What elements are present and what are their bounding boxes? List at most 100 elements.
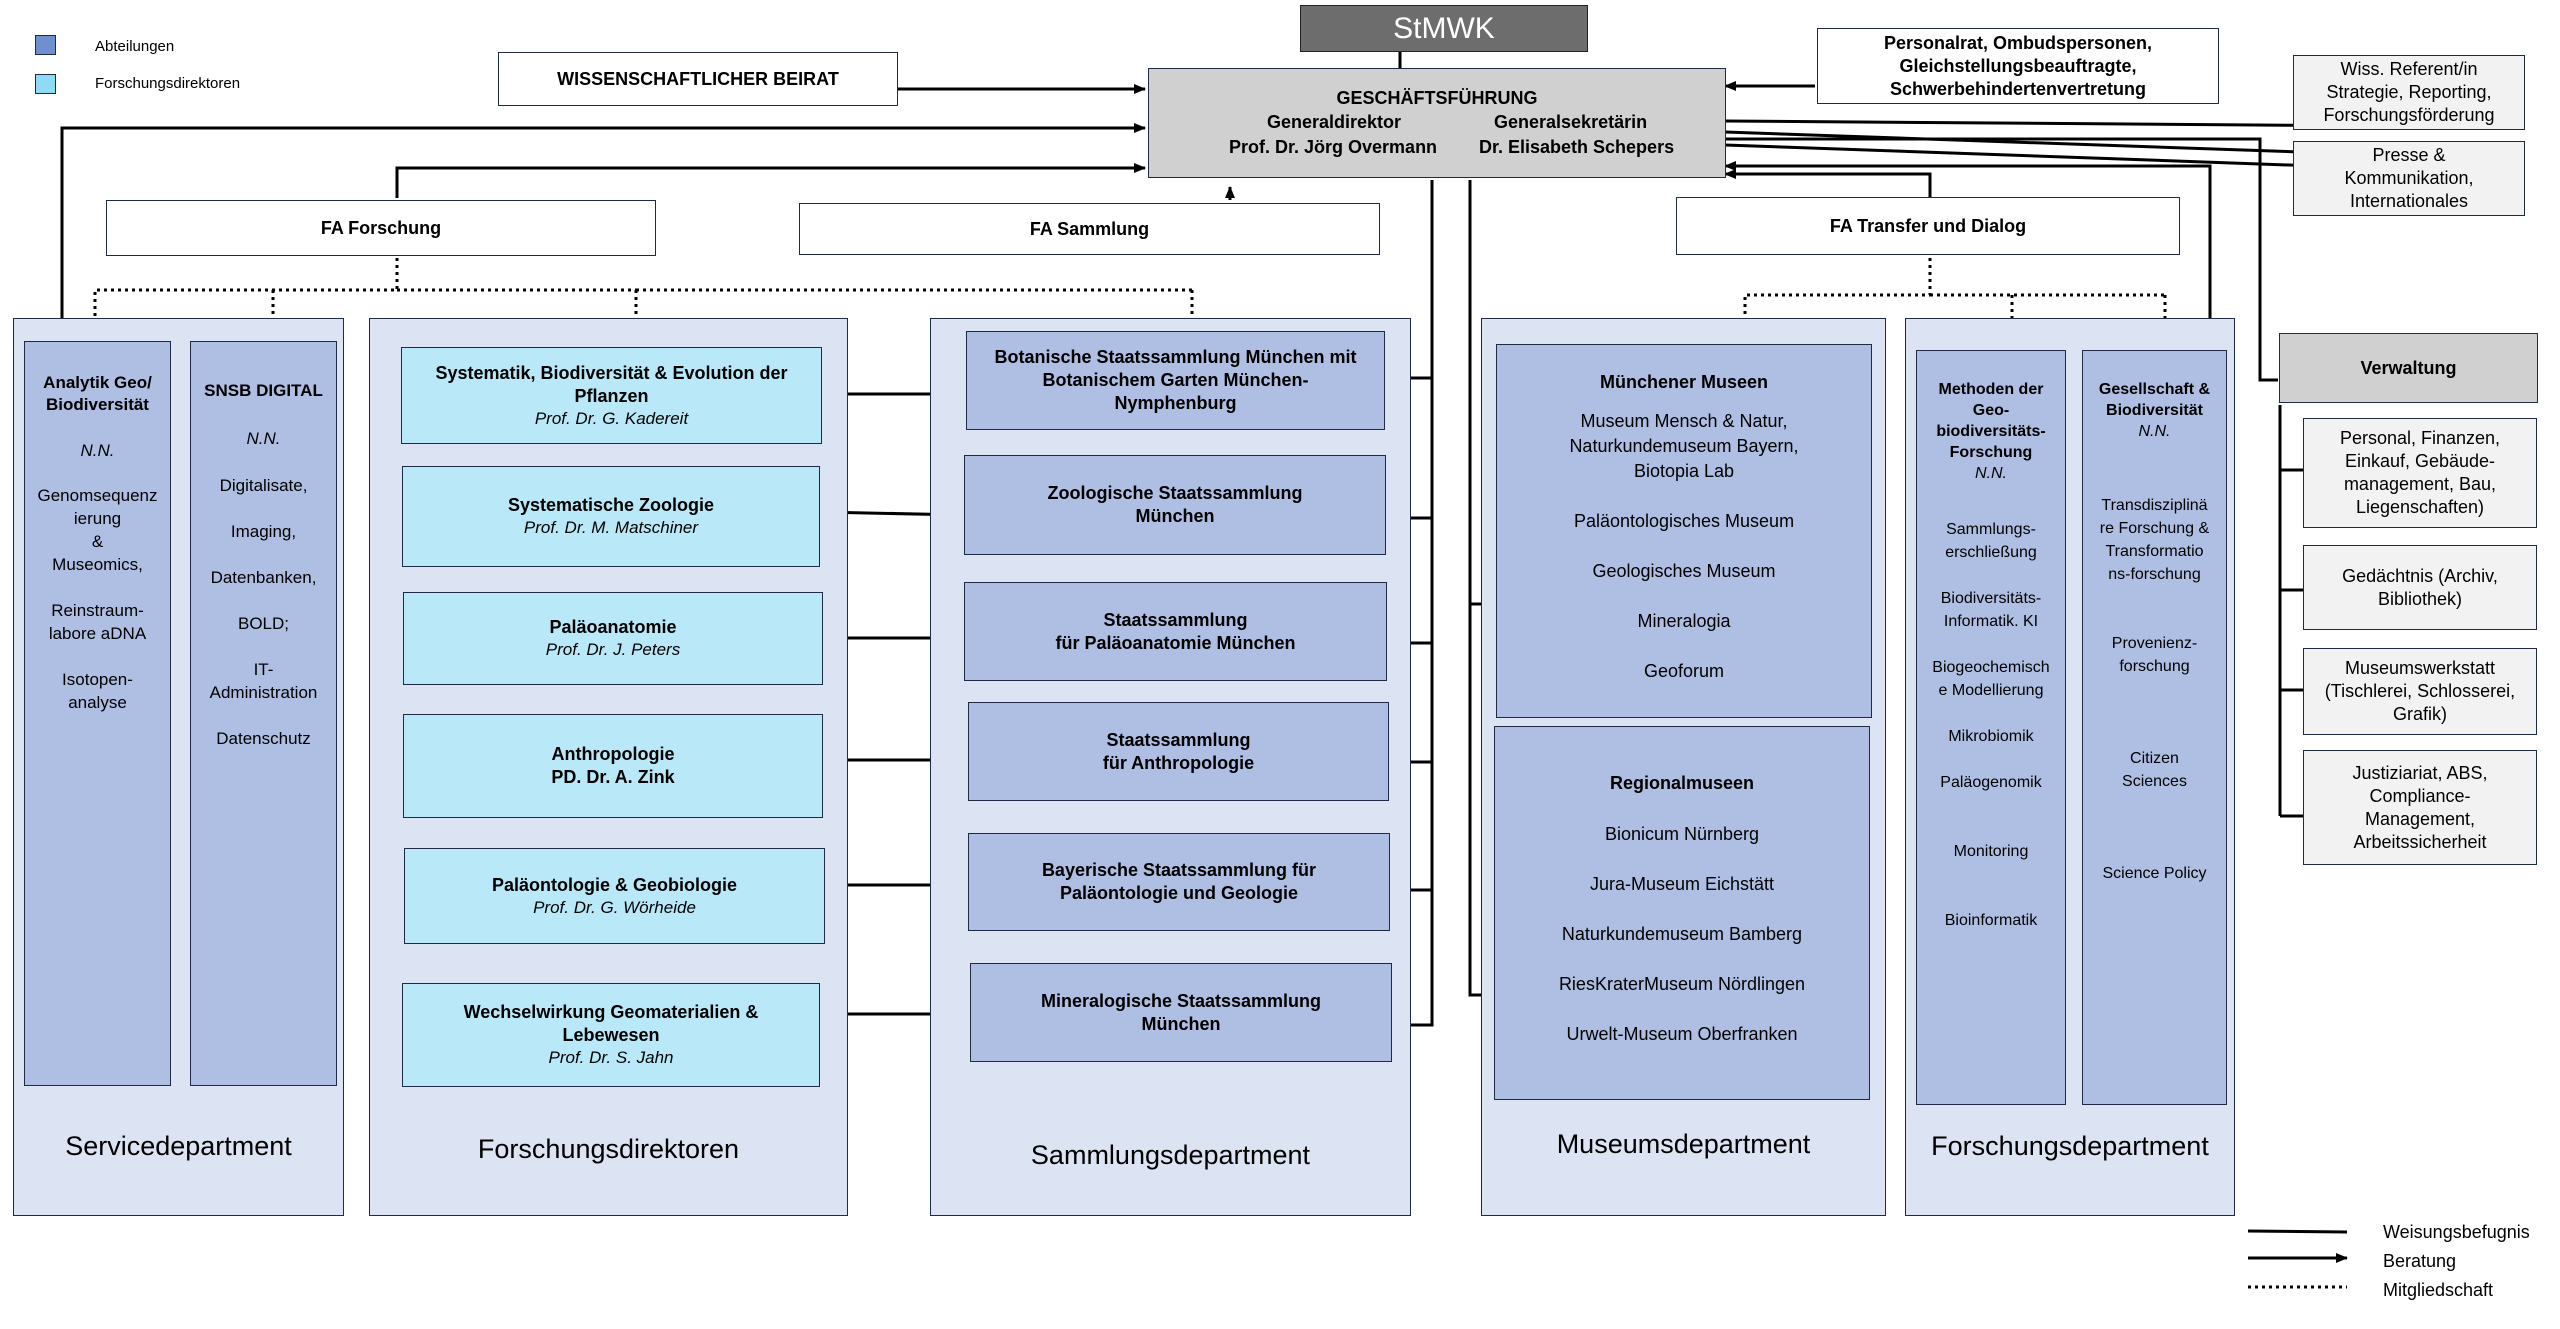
gesellschaft-item xyxy=(2100,724,2209,747)
verwaltung-werkstatt-line-2: (Tischlerei, Schlosserei, xyxy=(2324,681,2516,701)
gf-right-role: Generalsekretärin xyxy=(1494,112,1648,132)
geschaeftsfuehrung-box: GESCHÄFTSFÜHRUNG Generaldirektor Prof. D… xyxy=(1148,68,1726,178)
muenchener-museum-item: Mineralogia xyxy=(1637,611,1731,631)
presse-line-1: Presse & xyxy=(2372,145,2446,165)
muenchener-museum-item xyxy=(1569,634,1798,659)
fd-anthropologie: Anthropologie PD. Dr. A. Zink xyxy=(403,714,823,818)
snsb-digital-item: Imaging, xyxy=(230,522,297,541)
analytik-item xyxy=(37,645,157,668)
gesellschaft-item xyxy=(2100,816,2209,839)
legend-forschungsdirektoren-swatch xyxy=(35,74,56,94)
muenchener-museum-item: Geologisches Museum xyxy=(1592,561,1776,581)
methoden-item xyxy=(1932,564,2049,587)
methoden-item: erschließung xyxy=(1945,544,2037,561)
methoden-item: Bioinformatik xyxy=(1944,912,2038,929)
verwaltung-personal-box: Personal, Finanzen, Einkauf, Gebäude- ma… xyxy=(2303,418,2537,528)
verwaltung-personal-line-3: management, Bau, xyxy=(2343,474,2497,494)
gesellschaft-title-1: Gesellschaft & xyxy=(2098,381,2211,398)
analytik-item: analyse xyxy=(68,693,127,712)
snsb-digital-item: Digitalisate, xyxy=(219,476,308,495)
snsb-digital-item: Administration xyxy=(209,683,318,702)
gesellschaft-item: re Forschung & xyxy=(2099,520,2210,537)
verwaltung-justiziariat-box: Justiziariat, ABS, Compliance- Managemen… xyxy=(2303,750,2537,865)
museum-department: Münchener Museen Museum Mensch & Natur,N… xyxy=(1481,318,1886,1216)
verwaltung-justiziariat-line-2: Compliance- xyxy=(2369,785,2471,806)
snsb-digital-item: Datenbanken, xyxy=(210,568,317,587)
presse-box: Presse & Kommunikation, Internationales xyxy=(2293,141,2525,216)
sammlung-palaeontologie: Bayerische Staatssammlung für Paläontolo… xyxy=(968,833,1390,931)
service-department: Analytik Geo/ Biodiversität N.N. Genomse… xyxy=(13,318,344,1216)
analytik-title-2: Biodiversität xyxy=(46,395,149,414)
sammlung-department-label: Sammlungsdepartment xyxy=(1030,1140,1311,1170)
muenchener-museum-item: Biotopia Lab xyxy=(1633,461,1735,481)
sammlung-anthropologie-line-1: Staatssammlung xyxy=(1106,729,1251,750)
snsb-digital-item: Datenschutz xyxy=(216,729,311,748)
analytik-title-1: Analytik Geo/ xyxy=(43,373,152,392)
sammlung-botanik-line-2: Botanischem Garten München- xyxy=(1042,370,1309,390)
muenchener-museen-title: Münchener Museen xyxy=(1599,372,1769,392)
muenchener-museum-item: Geoforum xyxy=(1643,661,1725,681)
sammlung-palaeoanatomie-line-1: Staatssammlung xyxy=(1103,609,1248,630)
snsb-digital-item: BOLD; xyxy=(237,614,290,633)
verwaltung-personal-line-4: Liegenschaften) xyxy=(2355,497,2485,517)
legend-weisung-label: Weisungsbefugnis xyxy=(2383,1222,2530,1242)
fa-transfer-box: FA Transfer und Dialog xyxy=(1676,197,2180,255)
snsb-digital-items: Digitalisate,Imaging,Datenbanken,BOLD;IT… xyxy=(210,474,318,750)
legend-beratung-label: Beratung xyxy=(2383,1251,2457,1271)
methoden-item xyxy=(1932,863,2049,886)
analytik-item xyxy=(37,576,157,599)
methoden-item xyxy=(1932,633,2049,656)
methoden-item: Sammlungs- xyxy=(1946,521,2036,538)
methoden-item xyxy=(1932,886,2049,909)
methoden-item xyxy=(1932,702,2049,725)
verwaltung-werkstatt-line-3: Grafik) xyxy=(2393,704,2447,724)
methoden-item: e Modellierung xyxy=(1938,682,2044,699)
forschung-department-label: Forschungsdepartment xyxy=(1931,1131,2209,1161)
legend-abteilungen-swatch xyxy=(35,35,56,55)
presse-line-3: Internationales xyxy=(2349,191,2469,211)
referent-line-1: Wiss. Referent/in xyxy=(2340,59,2478,79)
referent-line-3: Forschungsförderung xyxy=(2323,105,2495,125)
gesellschaft-item: forschung xyxy=(2119,658,2190,675)
muenchener-museum-item xyxy=(1569,534,1798,559)
gesellschaft-item: ns-forschung xyxy=(2108,566,2201,583)
sammlung-botanik-line-1: Botanische Staatssammlung München mit xyxy=(994,347,1357,367)
fd-palaeontologie-person: Prof. Dr. G. Wörheide xyxy=(533,897,696,917)
muenchener-museum-item xyxy=(1569,584,1798,609)
verwaltung-justiziariat-line-4: Arbeitssicherheit xyxy=(2353,831,2487,852)
fa-forschung-box: FA Forschung xyxy=(106,200,656,256)
analytik-item: Museomics, xyxy=(52,555,143,574)
analytik-item: Reinstraum- xyxy=(51,601,144,620)
verwaltung-gedaechtnis-box: Gedächtnis (Archiv, Bibliothek) xyxy=(2303,545,2537,630)
fd-palaeoanatomie-person: Prof. Dr. J. Peters xyxy=(545,640,681,659)
stmwk-label: StMWK xyxy=(1393,11,1495,45)
verwaltung-werkstatt-line-1: Museumswerkstatt xyxy=(2344,658,2496,678)
fd-palaeoanatomie-title: Paläoanatomie xyxy=(549,617,677,637)
methoden-box: Methoden der Geo- biodiversitäts- Forsch… xyxy=(1916,350,2066,1105)
gesellschaft-item xyxy=(2100,609,2209,632)
muenchener-museum-item: Naturkundemuseum Bayern, xyxy=(1569,436,1799,456)
sammlung-botanik-line-3: Nymphenburg xyxy=(1114,393,1237,413)
legend-mitglied-label: Mitgliedschaft xyxy=(2383,1280,2494,1300)
stmwk-box: StMWK xyxy=(1300,5,1588,52)
gesellschaft-item xyxy=(2100,793,2209,816)
forschung-department: Methoden der Geo- biodiversitäts- Forsch… xyxy=(1905,318,2235,1216)
snsb-digital-item xyxy=(210,635,318,658)
methoden-nn: N.N. xyxy=(1975,465,2007,482)
analytik-nn: N.N. xyxy=(80,441,115,460)
methoden-title-2: Geo- xyxy=(1972,402,2010,419)
gesellschaft-box: Gesellschaft & Biodiversität N.N. Transd… xyxy=(2082,350,2227,1105)
gf-left-role: Generaldirektor xyxy=(1267,112,1402,132)
personalrat-line-3: Schwerbehindertenvertretung xyxy=(1889,78,2147,99)
snsb-digital-item xyxy=(210,543,318,566)
snsb-digital-item xyxy=(210,704,318,727)
analytik-item: ierung xyxy=(73,509,122,528)
forschungsdirektoren-label: Forschungsdirektoren xyxy=(477,1134,740,1164)
sammlung-botanik: Botanische Staatssammlung München mit Bo… xyxy=(966,331,1385,430)
fd-systematische-zoologie-person: Prof. Dr. M. Matschiner xyxy=(523,518,699,537)
muenchener-museen-items: Museum Mensch & Natur,Naturkundemuseum B… xyxy=(1569,409,1798,684)
sammlung-zoologie: Zoologische Staatssammlung München xyxy=(964,455,1386,555)
regionalmuseum-item: Naturkundemuseum Bamberg xyxy=(1561,924,1803,944)
